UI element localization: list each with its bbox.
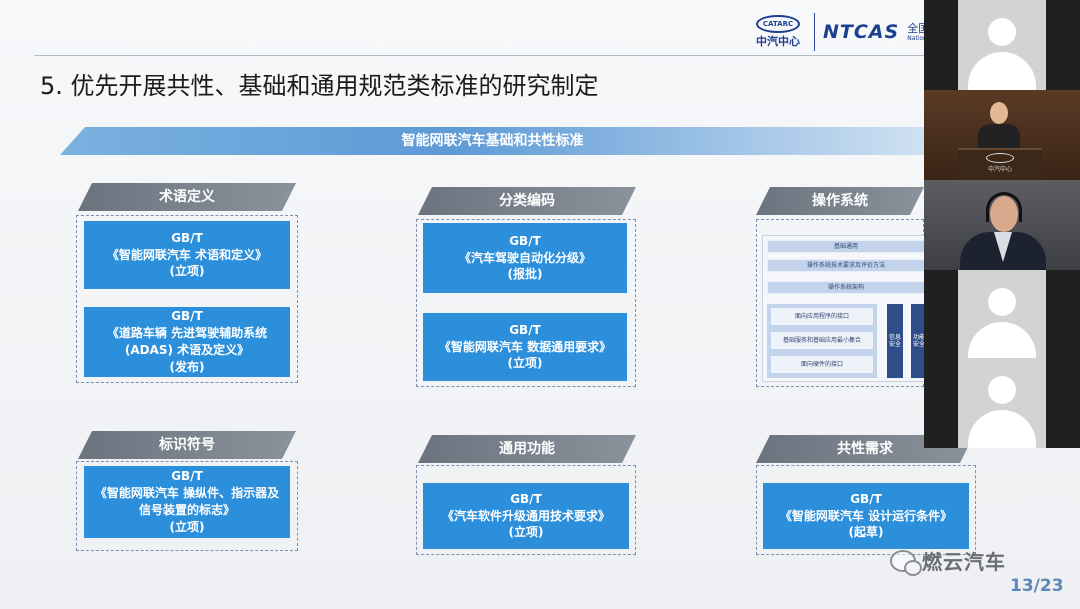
card-status: (立项): [508, 525, 544, 540]
standard-card[interactable]: GB/T 《智能网联汽车 数据通用要求》 (立项): [423, 313, 627, 381]
os-row-app-interface: 面向应用程序的接口: [771, 308, 873, 325]
participant-tile-speaker[interactable]: 中汽中心: [924, 90, 1080, 180]
wechat-icon: [890, 549, 922, 576]
card-code: GB/T: [171, 309, 203, 324]
podium-logo: [986, 153, 1014, 163]
ntcas-subtitle-en: National Te: [907, 35, 940, 42]
speaker-body: [978, 124, 1020, 152]
section-banner-text: 智能网联汽车基础和共性标准: [401, 133, 584, 149]
category-header-symbols: 标识符号: [78, 431, 296, 459]
category-header-os: 操作系统: [756, 187, 924, 215]
card-name: 《智能网联汽车 操纵件、指示器及信号装置的标志》: [94, 486, 280, 517]
section-banner: 智能网联汽车基础和共性标准: [60, 127, 925, 155]
card-status: (报批): [507, 267, 543, 282]
logo-area: CATARC 中汽中心 NTCAS 全国汽 National Te: [750, 8, 940, 56]
watermark-text: 燃云汽车: [922, 550, 1006, 574]
category-header-general-functions: 通用功能: [418, 435, 636, 463]
header-divider: [34, 55, 924, 56]
standard-card[interactable]: GB/T 《道路车辆 先进驾驶辅助系统(ADAS) 术语及定义》 (发布): [84, 307, 290, 377]
video-participant-panel: 中汽中心: [924, 0, 1080, 448]
card-name: 《智能网联汽车 设计运行条件》: [779, 508, 953, 523]
card-code: GB/T: [850, 491, 882, 506]
os-row-basic-services: 基础服务和基础应用最小集合: [771, 332, 873, 349]
speaker-head: [990, 102, 1008, 124]
watermark: 燃云汽车: [890, 546, 1006, 576]
os-inner-stack: 面向应用程序的接口 基础服务和基础应用最小集合 面向硬件的接口: [767, 304, 877, 378]
category-header-classification: 分类编码: [418, 187, 636, 215]
card-name: 《智能网联汽车 术语和定义》: [106, 247, 268, 262]
page-number: 13/23: [1010, 576, 1064, 596]
podium: 中汽中心: [958, 148, 1042, 180]
standard-card[interactable]: GB/T 《汽车驾驶自动化分级》 (报批): [423, 223, 627, 293]
os-col-functional-safety: 功能安全: [911, 304, 927, 378]
os-bar-architecture: 操作系统架构: [767, 281, 925, 294]
card-status: (发布): [169, 359, 205, 374]
catarc-logo-oval: CATARC: [756, 15, 800, 34]
catarc-logo: CATARC 中汽中心: [750, 15, 806, 48]
participant-tile[interactable]: [924, 0, 1080, 90]
card-code: GB/T: [171, 469, 203, 484]
standard-card[interactable]: GB/T 《汽车软件升级通用技术要求》 (立项): [423, 483, 629, 549]
card-code: GB/T: [509, 233, 541, 248]
headset-icon: [986, 192, 1022, 222]
category-box-classification: [416, 219, 636, 387]
card-name: 《汽车驾驶自动化分级》: [458, 250, 591, 265]
category-header-terms: 术语定义: [78, 183, 296, 211]
card-code: GB/T: [509, 322, 541, 337]
card-code: GB/T: [171, 230, 203, 245]
participant-tile-remote[interactable]: [924, 180, 1080, 270]
os-bar-basic: 基础通用: [767, 240, 925, 253]
card-status: (起草): [848, 525, 884, 540]
category-box-common-requirements: [756, 465, 976, 555]
avatar-placeholder-icon: [988, 376, 1016, 404]
avatar-placeholder-icon: [988, 288, 1016, 316]
standard-card[interactable]: GB/T 《智能网联汽车 操纵件、指示器及信号装置的标志》 (立项): [84, 466, 290, 538]
slide-title: 5. 优先开展共性、基础和通用规范类标准的研究制定: [40, 72, 599, 100]
card-status: (立项): [507, 356, 543, 371]
card-code: GB/T: [510, 491, 542, 506]
os-bar-requirements: 操作系统技术要求及评价方法: [767, 259, 925, 272]
avatar-placeholder-icon: [988, 18, 1016, 46]
os-col-info-security: 信息安全: [887, 304, 903, 378]
participant-tile[interactable]: [924, 270, 1080, 360]
standard-card[interactable]: GB/T 《智能网联汽车 设计运行条件》 (起草): [763, 483, 969, 549]
category-box-symbols: [76, 461, 298, 551]
os-row-hw-interface: 面向硬件的接口: [771, 356, 873, 373]
card-name: 《智能网联汽车 数据通用要求》: [438, 339, 612, 354]
card-name: 《汽车软件升级通用技术要求》: [441, 508, 610, 523]
card-status: (立项): [169, 264, 205, 279]
podium-text: 中汽中心: [987, 166, 1012, 173]
ntcas-logo: NTCAS: [823, 21, 900, 43]
category-box-general-functions: [416, 465, 636, 555]
participant-tile[interactable]: [924, 358, 1080, 448]
os-architecture-diagram: 基础通用 操作系统技术要求及评价方法 操作系统架构 面向应用程序的接口 基础服务…: [762, 235, 930, 382]
standard-card[interactable]: GB/T 《智能网联汽车 术语和定义》 (立项): [84, 221, 290, 289]
catarc-logo-text: 中汽中心: [756, 35, 800, 49]
category-box-terms: [76, 215, 298, 383]
logo-divider: [814, 13, 815, 51]
card-name: 《道路车辆 先进驾驶辅助系统(ADAS) 术语及定义》: [106, 326, 268, 357]
card-status: (立项): [169, 519, 205, 534]
